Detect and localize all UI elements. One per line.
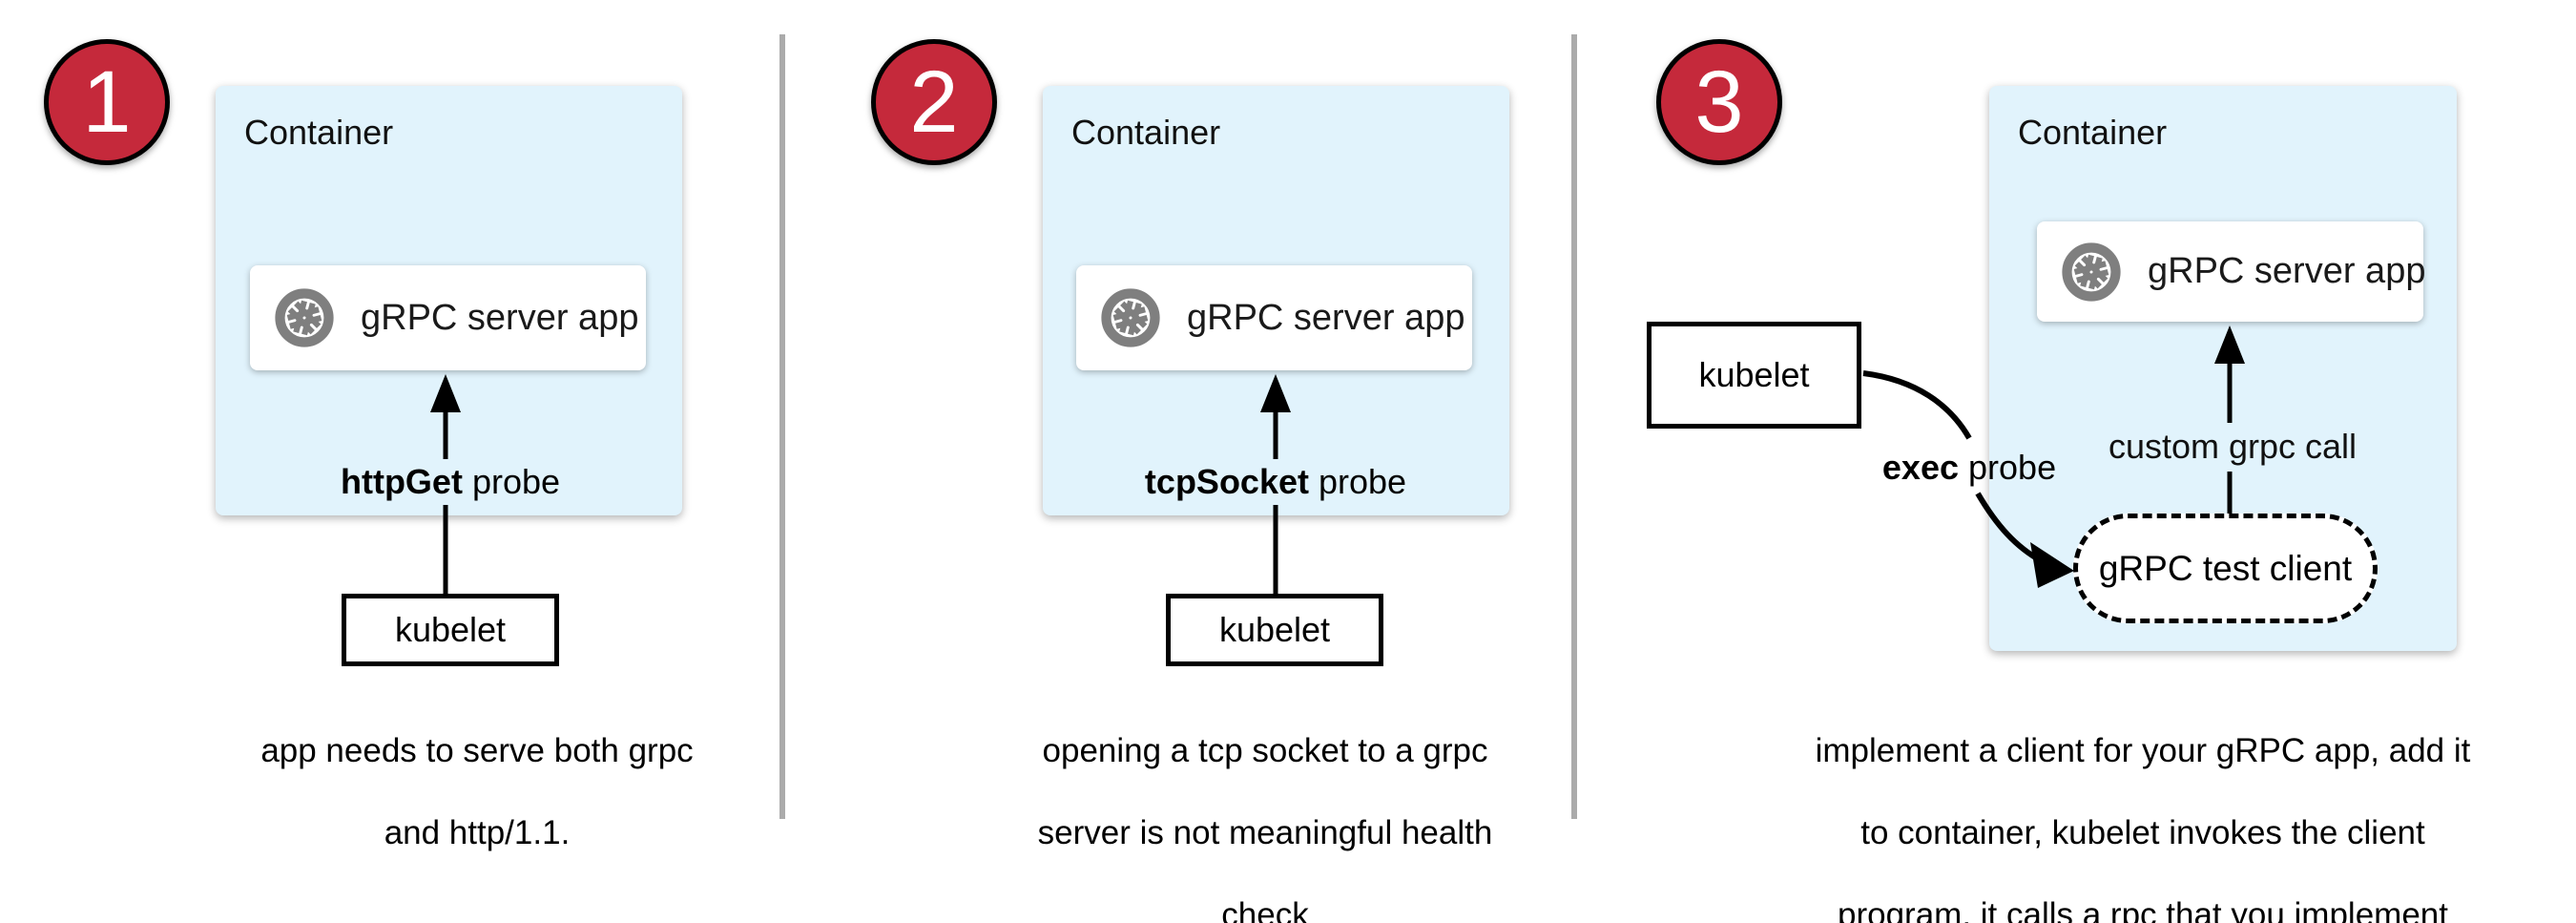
step-1-number: 1 (82, 53, 132, 151)
container-label-2: Container (1071, 113, 1221, 152)
probe-keyword-1: httpGet (340, 462, 463, 501)
grpc-server-app-box-1: gRPC server app (250, 265, 646, 370)
container-box-2: Container gRPC server app (1043, 86, 1509, 515)
grpc-test-client-oval: gRPC test client (2073, 514, 2378, 623)
caption-2: opening a tcp socket to a grpc server is… (1037, 732, 1493, 923)
probe-label-3: exec probe (1882, 448, 2056, 488)
step-2-number: 2 (909, 53, 959, 151)
container-box-3: Container gRPC server app gRPC test clie… (1989, 86, 2457, 651)
kubelet-box-3: kubelet (1647, 322, 1861, 429)
kubelet-label-2: kubelet (1218, 610, 1331, 649)
grpc-server-app-box-2: gRPC server app (1076, 265, 1472, 370)
probe-keyword-2: tcpSocket (1144, 462, 1309, 501)
caption-1: app needs to serve both grpc and http/1.… (260, 732, 694, 851)
probe-suffix-2: probe (1308, 462, 1407, 501)
container-label-1: Container (244, 113, 394, 152)
caption-3: implement a client for your gRPC app, ad… (1815, 732, 2471, 923)
probe-suffix-1: probe (462, 462, 561, 501)
grpc-logo-icon (275, 288, 334, 347)
grpc-logo-icon (1101, 288, 1160, 347)
grpc-test-client-label: gRPC test client (2098, 548, 2353, 588)
step-2-badge: 2 (871, 39, 997, 165)
container-label-3: Container (2018, 113, 2168, 152)
kubelet-box-2: kubelet (1166, 594, 1383, 666)
kubelet-box-1: kubelet (342, 594, 559, 666)
custom-grpc-call-label: custom grpc call (2108, 427, 2358, 466)
container-box-1: Container gRPC server app (216, 86, 682, 515)
grpc-server-app-label-1: gRPC server app (361, 297, 639, 338)
probe-label-2: tcpSocket probe (1145, 462, 1406, 502)
kubelet-label-1: kubelet (394, 610, 507, 649)
grpc-server-app-label-2: gRPC server app (1187, 297, 1465, 338)
grpc-server-app-box-3: gRPC server app (2037, 221, 2426, 322)
panel-divider-2 (1571, 34, 1577, 819)
panel-divider-1 (779, 34, 785, 819)
probe-suffix-3: probe (1959, 448, 2057, 487)
step-3-badge: 3 (1656, 39, 1782, 165)
step-1-badge: 1 (44, 39, 170, 165)
kubelet-label-3: kubelet (1698, 355, 1810, 394)
grpc-logo-icon (2062, 241, 2121, 302)
step-3-number: 3 (1694, 53, 1744, 151)
probe-keyword-3: exec (1881, 448, 1960, 487)
probe-label-1: httpGet probe (341, 462, 560, 502)
grpc-server-app-label-3: gRPC server app (2148, 251, 2426, 291)
